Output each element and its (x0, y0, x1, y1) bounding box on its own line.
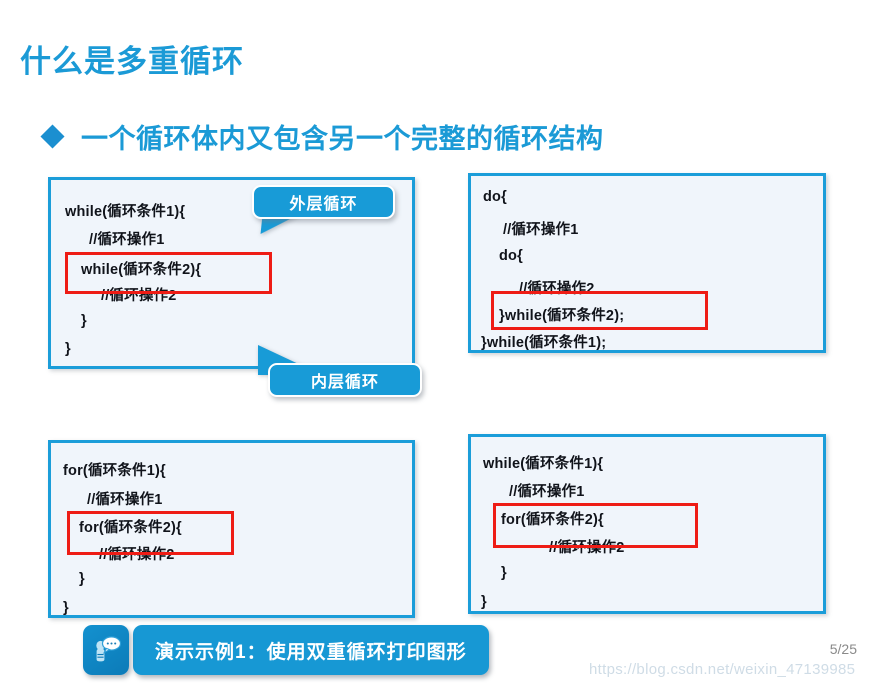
code-line: //循环操作1 (503, 222, 579, 238)
code-line: //循环操作2 (549, 540, 625, 556)
demo-banner: 演示示例1：使用双重循环打印图形 (83, 625, 489, 675)
code-line: }while(循环条件2); (499, 308, 625, 324)
callout-inner-loop: 内层循环 (268, 363, 422, 397)
callout-outer-loop: 外层循环 (252, 185, 395, 219)
code-line: } (501, 565, 507, 581)
page-title: 什么是多重循环 (20, 44, 244, 79)
bullet-text: 一个循环体内又包含另一个完整的循环结构 (81, 124, 604, 154)
code-line: //循环操作1 (509, 484, 585, 500)
code-line: while(循环条件1){ (65, 204, 186, 220)
callout-inner-label: 内层循环 (310, 374, 379, 391)
code-line: } (81, 313, 87, 329)
person-speech-bubble-icon (83, 625, 129, 675)
code-line: do{ (483, 189, 507, 205)
page-number: 5/25 (829, 641, 857, 657)
code-line: do{ (499, 248, 523, 264)
code-line: } (481, 594, 487, 610)
code-line: for(循环条件2){ (501, 512, 604, 528)
callout-outer-label: 外层循环 (289, 196, 358, 213)
code-line: //循环操作2 (99, 547, 175, 563)
code-line: //循环操作1 (89, 232, 165, 248)
while-for-nested-loop-panel: while(循环条件1){ //循环操作1 for(循环条件2){ //循环操作… (468, 434, 826, 614)
code-line: for(循环条件2){ (79, 520, 182, 536)
code-line: for(循环条件1){ (63, 463, 166, 479)
demo-label: 演示示例1：使用双重循环打印图形 (133, 625, 489, 675)
for-nested-loop-panel: for(循环条件1){ //循环操作1 for(循环条件2){ //循环操作2 … (48, 440, 415, 618)
code-line: while(循环条件2){ (81, 262, 202, 278)
code-line: } (63, 600, 69, 616)
code-line: //循环操作1 (87, 492, 163, 508)
code-line: }while(循环条件1); (481, 335, 607, 351)
code-line: while(循环条件1){ (483, 456, 604, 472)
watermark: https://blog.csdn.net/weixin_47139985 (589, 661, 856, 678)
diamond-bullet-icon (40, 124, 65, 149)
code-line: } (79, 571, 85, 587)
do-while-nested-loop-panel: do{ //循环操作1 do{ //循环操作2 }while(循环条件2); }… (468, 173, 826, 353)
code-line: //循环操作2 (519, 281, 595, 297)
code-line: //循环操作2 (101, 288, 177, 304)
code-line: } (65, 341, 71, 357)
bullet-row: 一个循环体内又包含另一个完整的循环结构 (40, 117, 604, 156)
